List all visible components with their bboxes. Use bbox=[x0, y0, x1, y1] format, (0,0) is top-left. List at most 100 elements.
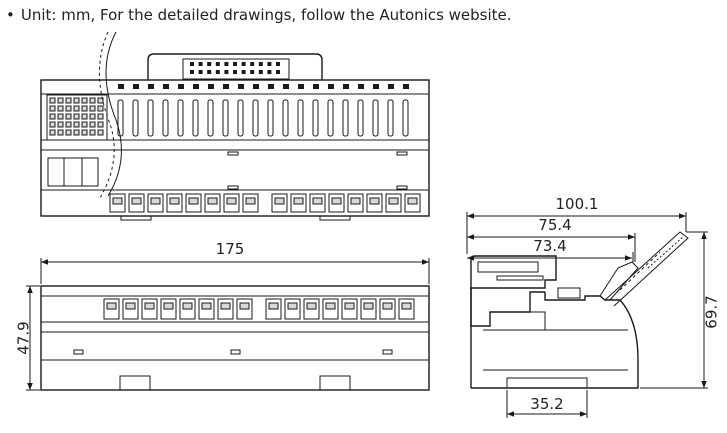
front-terminal bbox=[322, 298, 339, 320]
module-cell bbox=[57, 129, 64, 136]
front-terminal-screw bbox=[220, 302, 231, 310]
front-terminal bbox=[360, 298, 377, 320]
dimension-69-7: 69.7 bbox=[640, 231, 721, 389]
dimension-width-175: 175 bbox=[40, 240, 430, 284]
module-cell bbox=[49, 121, 56, 128]
module-cell bbox=[97, 97, 104, 104]
connector-pin bbox=[250, 62, 255, 66]
terminal-screw bbox=[388, 197, 399, 205]
connector-pin bbox=[241, 62, 246, 66]
connector-pin bbox=[215, 70, 220, 74]
dimension-35-2: 35.2 bbox=[506, 390, 588, 418]
terminal-screw bbox=[188, 197, 199, 205]
front-terminal bbox=[198, 298, 215, 320]
terminal bbox=[347, 193, 364, 213]
vent-slot bbox=[342, 99, 349, 137]
module-cell bbox=[65, 129, 72, 136]
front-terminal bbox=[303, 298, 320, 320]
vent-slot bbox=[282, 99, 289, 137]
terminal bbox=[242, 193, 259, 213]
module-cell bbox=[81, 121, 88, 128]
top-led bbox=[403, 84, 409, 89]
vent-slot bbox=[192, 99, 199, 137]
unit-note: •Unit: mm, For the detailed drawings, fo… bbox=[6, 4, 512, 26]
terminal bbox=[404, 193, 421, 213]
terminal bbox=[366, 193, 383, 213]
vent-slot bbox=[357, 99, 364, 137]
front-terminal bbox=[379, 298, 396, 320]
top-led bbox=[163, 84, 169, 89]
vent-slot bbox=[327, 99, 334, 137]
top-led bbox=[178, 84, 184, 89]
terminal-screw bbox=[131, 197, 142, 205]
module-cell bbox=[73, 105, 80, 112]
connector-pin bbox=[224, 70, 229, 74]
module-cell bbox=[73, 121, 80, 128]
front-terminal-screw bbox=[306, 302, 317, 310]
module-cell bbox=[89, 129, 96, 136]
module-cell bbox=[97, 121, 104, 128]
terminal-screw bbox=[312, 197, 323, 205]
terminal bbox=[185, 193, 202, 213]
top-view bbox=[40, 31, 430, 221]
top-led bbox=[223, 84, 229, 89]
connector-pin bbox=[267, 70, 272, 74]
front-terminal bbox=[341, 298, 358, 320]
module-cell bbox=[57, 121, 64, 128]
front-terminal bbox=[141, 298, 158, 320]
vent-slot bbox=[237, 99, 244, 137]
top-led bbox=[373, 84, 379, 89]
vent-slot bbox=[312, 99, 319, 137]
terminal-screw bbox=[112, 197, 123, 205]
top-led bbox=[343, 84, 349, 89]
module-cell bbox=[89, 105, 96, 112]
dim-175-label: 175 bbox=[216, 240, 245, 258]
module-cell bbox=[57, 113, 64, 120]
terminal-screw bbox=[207, 197, 218, 205]
terminal bbox=[385, 193, 402, 213]
terminal bbox=[109, 193, 126, 213]
connector-pin bbox=[233, 62, 237, 66]
terminal bbox=[147, 193, 164, 213]
front-terminal bbox=[160, 298, 177, 320]
dimension-75-4: 75.4 bbox=[467, 216, 636, 262]
front-terminal-screw bbox=[344, 302, 355, 310]
vent-slot bbox=[252, 99, 259, 137]
side-view bbox=[470, 231, 689, 389]
module-cell bbox=[89, 97, 96, 104]
vent-slot bbox=[267, 99, 274, 137]
connector-pin bbox=[198, 62, 203, 66]
module-cell bbox=[81, 105, 88, 112]
module-cell bbox=[65, 97, 72, 104]
vent-slot bbox=[222, 99, 229, 137]
dimension-73-4: 73.4 bbox=[467, 237, 634, 262]
vent-slot bbox=[387, 99, 394, 137]
top-led bbox=[298, 84, 304, 89]
terminal bbox=[309, 193, 326, 213]
module-cell bbox=[65, 105, 72, 112]
front-terminal-screw bbox=[125, 302, 136, 310]
module-cell bbox=[57, 105, 64, 112]
front-terminal bbox=[236, 298, 253, 320]
top-led bbox=[193, 84, 199, 89]
front-terminal-screw bbox=[163, 302, 174, 310]
terminal-screw bbox=[274, 197, 285, 205]
terminal bbox=[223, 193, 240, 213]
terminal bbox=[128, 193, 145, 213]
front-terminal bbox=[265, 298, 282, 320]
connector-pin bbox=[198, 70, 203, 74]
front-terminal-screw bbox=[106, 302, 117, 310]
front-terminal-screw bbox=[401, 302, 412, 310]
terminal bbox=[271, 193, 288, 213]
module-cell bbox=[81, 97, 88, 104]
terminal bbox=[290, 193, 307, 213]
front-terminal-screw bbox=[182, 302, 193, 310]
connector-pin bbox=[215, 62, 220, 66]
module-cell bbox=[89, 121, 96, 128]
front-terminal-screw bbox=[325, 302, 336, 310]
module-cell bbox=[73, 97, 80, 104]
connector-pin bbox=[224, 62, 229, 66]
dim-100-1-label: 100.1 bbox=[556, 195, 599, 213]
front-terminal-screw bbox=[201, 302, 212, 310]
terminal-screw bbox=[293, 197, 304, 205]
